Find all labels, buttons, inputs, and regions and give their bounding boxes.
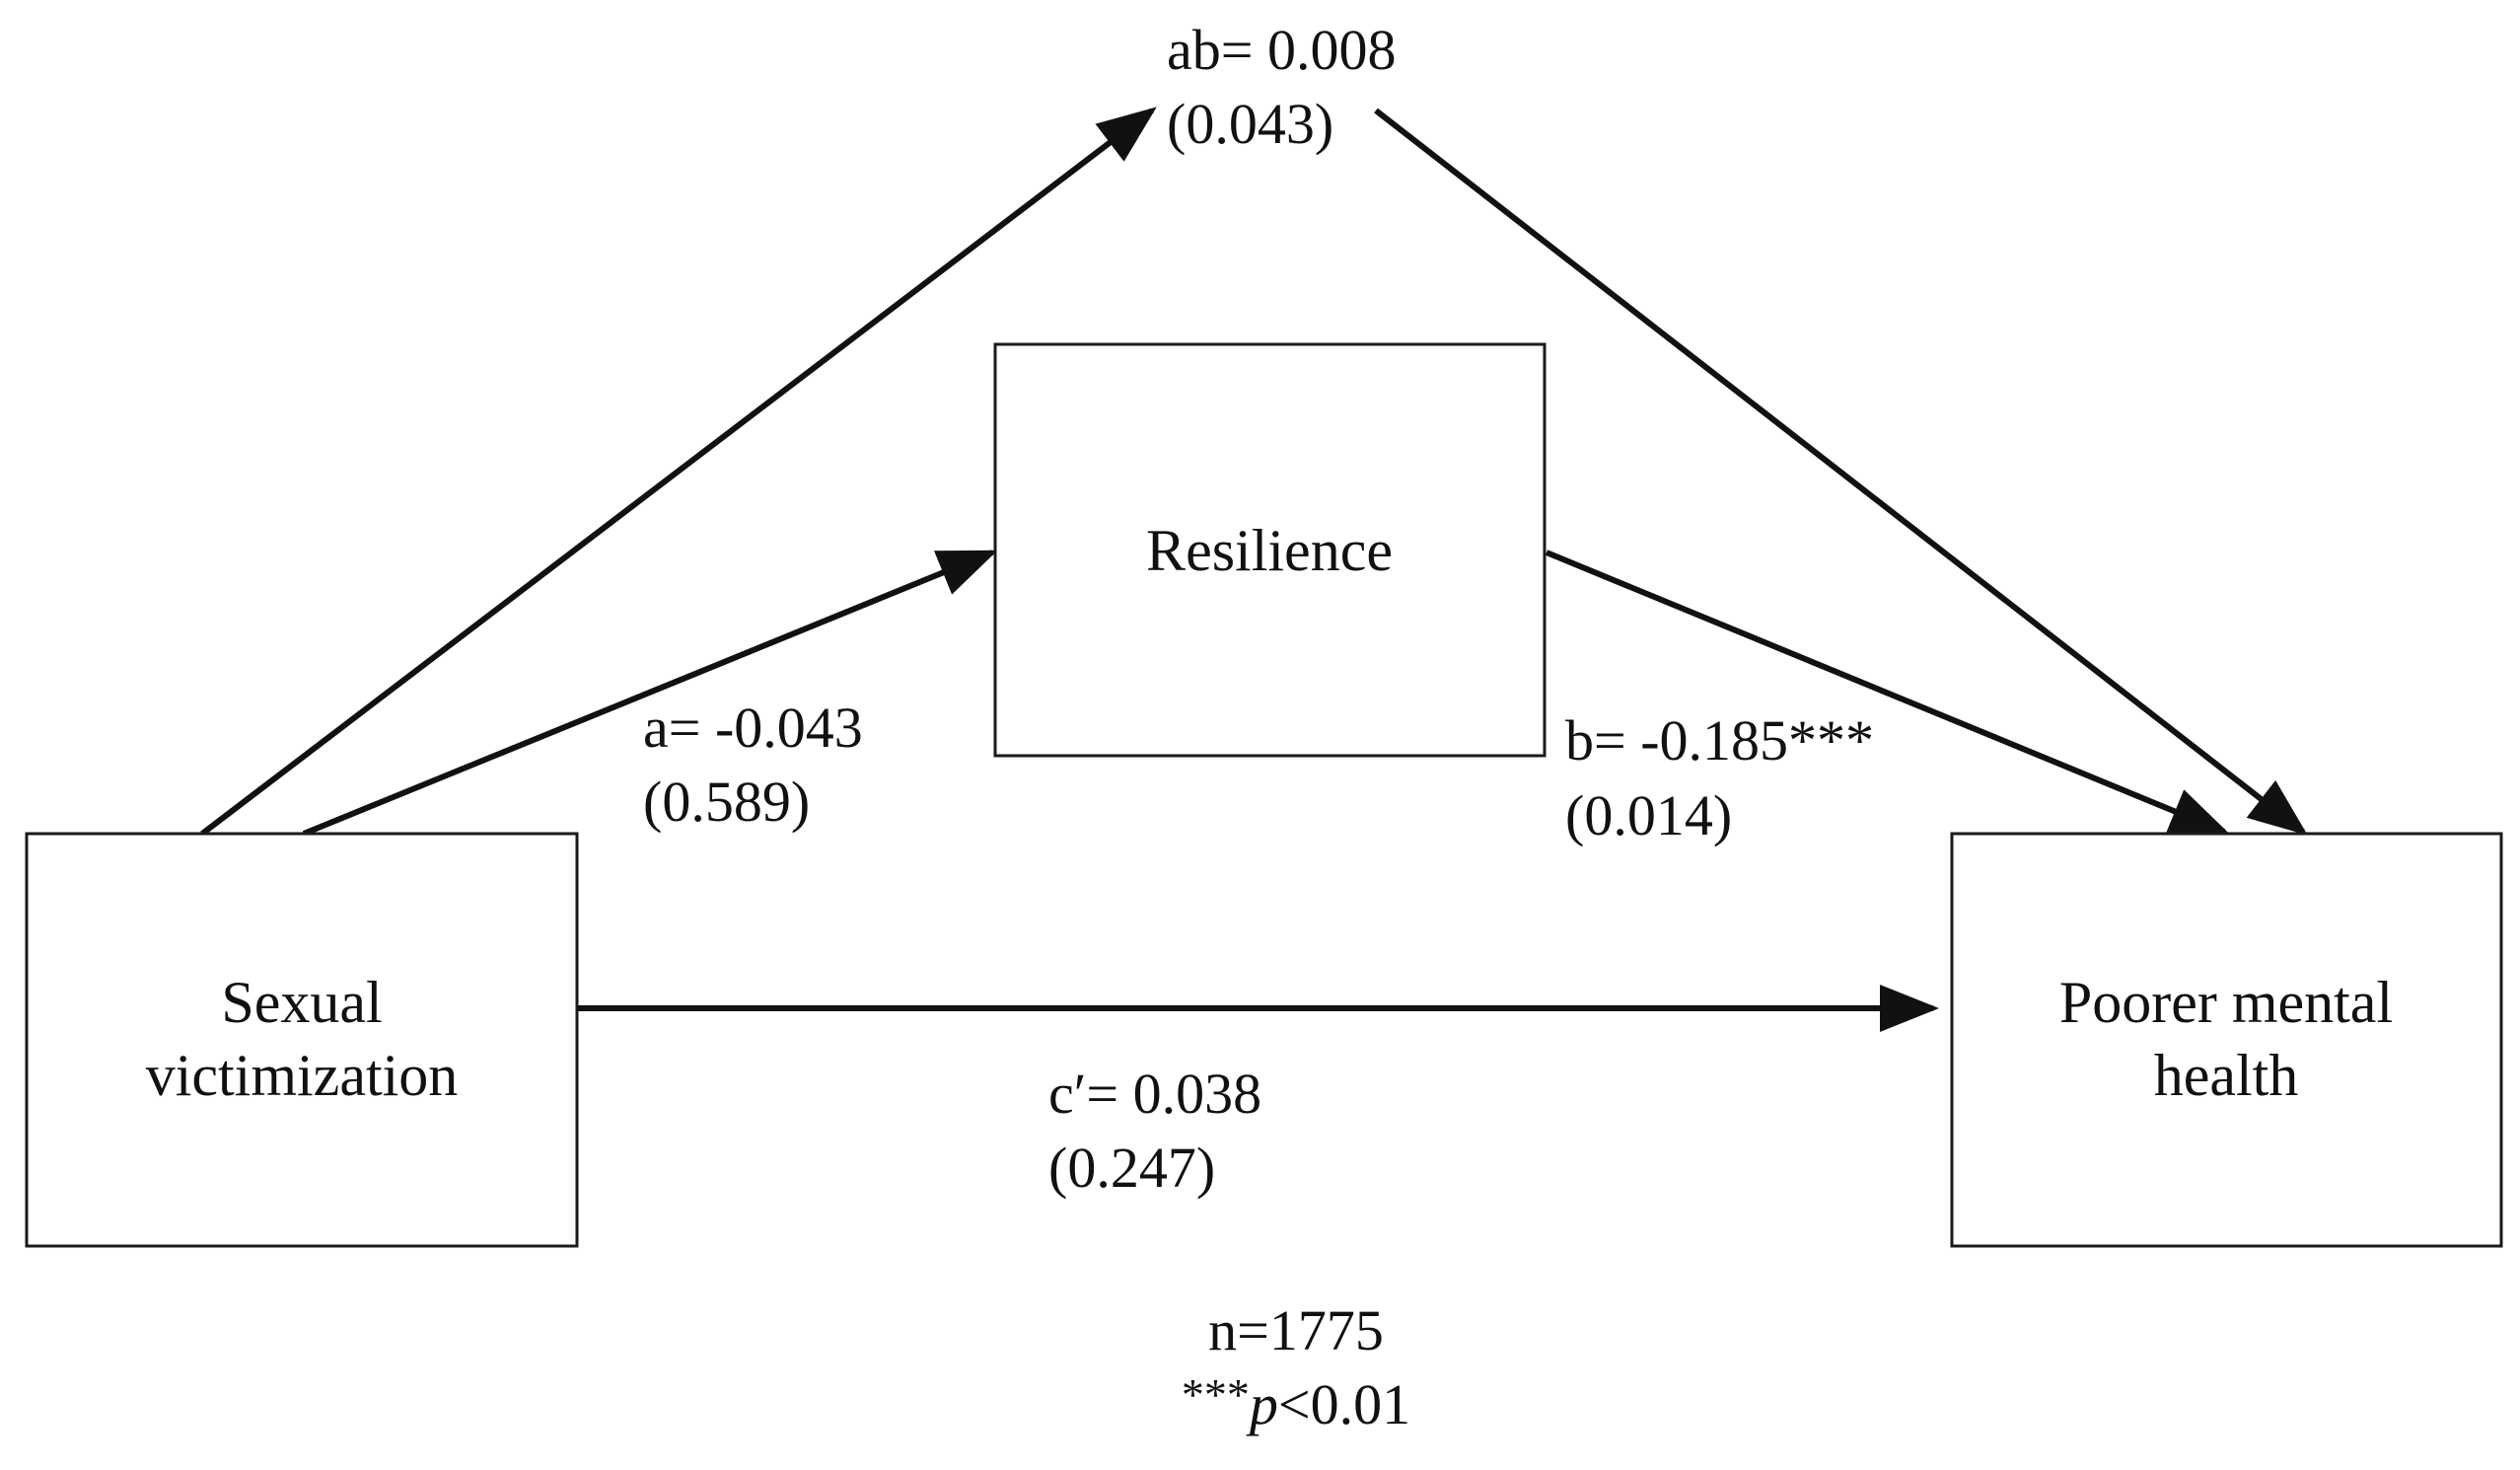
label-c-prime-path: c′= 0.038 (0.247)	[1048, 1062, 1261, 1200]
a-se: (0.589)	[643, 770, 810, 834]
node-label-line1: Sexual	[221, 970, 382, 1035]
node-label-line2: victimization	[146, 1043, 459, 1108]
node-poorer-mental-health: Poorer mental health	[1950, 832, 2503, 1248]
a-estimate: a= -0.043	[643, 696, 863, 760]
label-indirect-effect: ab= 0.008 (0.043)	[1167, 18, 1396, 156]
node-box	[993, 342, 1547, 758]
arrow-b-path	[1545, 550, 2230, 835]
sig-symbol: p	[1246, 1372, 1278, 1436]
arrow-a-path	[302, 550, 998, 837]
c-prime-estimate: c′= 0.038	[1048, 1062, 1261, 1126]
node-label-line2: health	[2154, 1043, 2299, 1108]
node-label-line1: Poorer mental	[2059, 970, 2393, 1035]
footnote: n=1775 ***p<0.01	[1182, 1298, 1410, 1436]
b-estimate: b= -0.185***	[1565, 708, 1874, 772]
arrow-indirect-up	[200, 107, 1157, 837]
b-se: (0.014)	[1565, 783, 1732, 847]
label-b-path: b= -0.185*** (0.014)	[1565, 708, 1874, 847]
node-box	[1950, 832, 2503, 1248]
c-prime-se: (0.247)	[1048, 1136, 1215, 1200]
node-label: Resilience	[1146, 518, 1393, 583]
indirect-se: (0.043)	[1167, 92, 1333, 156]
node-resilience: Resilience	[993, 342, 1547, 758]
indirect-estimate: ab= 0.008	[1167, 18, 1396, 82]
significance-note: ***p<0.01	[1182, 1369, 1410, 1436]
sample-size: n=1775	[1208, 1298, 1384, 1362]
sig-threshold: <0.01	[1278, 1372, 1410, 1436]
node-sexual-victimization: Sexual victimization	[25, 832, 579, 1248]
sig-stars: ***	[1182, 1369, 1250, 1420]
arrow-indirect-down	[1374, 108, 2308, 836]
node-box	[25, 832, 579, 1248]
label-a-path: a= -0.043 (0.589)	[643, 696, 863, 834]
